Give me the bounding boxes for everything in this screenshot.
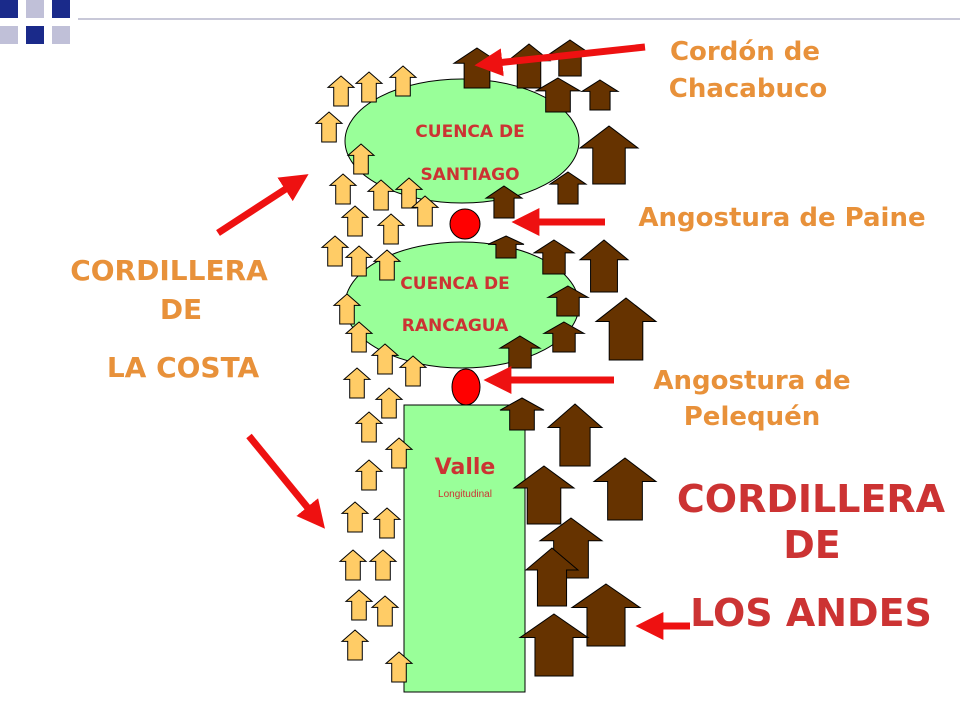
- cordillera-costa-label-line2: DE: [160, 293, 202, 326]
- angostura-paine-marker: [449, 208, 481, 240]
- corner-square: [0, 26, 18, 44]
- andes-uplift-arrow-icon: [578, 239, 630, 293]
- costa-uplift-arrow-icon: [314, 111, 344, 143]
- andes-uplift-arrow-icon: [578, 125, 640, 185]
- costa-uplift-arrow-icon: [384, 437, 414, 469]
- costa-uplift-arrow-icon: [372, 249, 402, 281]
- andes-uplift-arrow-icon: [548, 171, 588, 205]
- cuenca-santiago: [344, 78, 580, 204]
- andes-uplift-arrow-icon: [592, 457, 658, 521]
- valle-longitudinal: [403, 404, 526, 693]
- costa-uplift-arrow-icon: [354, 459, 384, 491]
- pointer-arrows: [216, 43, 690, 640]
- rancagua-label-line1: CUENCA DE: [400, 274, 509, 294]
- andes-uplift-arrow-icon: [498, 335, 542, 369]
- costa-uplift-arrow-icon: [342, 367, 372, 399]
- cordillera-andes-label-line1: CORDILLERA: [677, 477, 946, 521]
- andes-uplift-arrow-icon: [546, 403, 604, 467]
- andes-uplift-arrow-icon: [524, 547, 580, 607]
- andes-uplift-arrow-icon: [570, 583, 642, 647]
- costa-uplift-arrow-icon: [410, 195, 440, 227]
- costa-uplift-arrow-icon: [354, 71, 384, 103]
- costa-uplift-arrow-icon: [388, 65, 418, 97]
- rancagua-label-line2: RANCAGUA: [402, 316, 509, 336]
- angostura-pelequen-marker: [451, 368, 481, 406]
- costa-uplift-arrow-icon: [370, 595, 400, 627]
- costa-uplift-arrow-icon: [344, 321, 374, 353]
- andes-uplift-arrow-icon: [518, 613, 590, 677]
- corner-square: [52, 0, 70, 18]
- costa-uplift-arrow-icon: [368, 549, 398, 581]
- costa-uplift-arrow-icon: [338, 549, 368, 581]
- costa-uplift-arrow-icon: [384, 651, 414, 683]
- costa-uplift-arrow-icon: [366, 179, 396, 211]
- corner-square: [52, 26, 70, 44]
- costa-uplift-arrow-icon: [340, 629, 370, 661]
- santiago-label-line2: SANTIAGO: [420, 165, 519, 185]
- costa-lower-pointer-arrow: [246, 433, 325, 529]
- costa-uplift-arrow-icon: [394, 177, 424, 209]
- andes-uplift-arrow-icon: [534, 77, 582, 113]
- slide-corner-decoration: [0, 0, 70, 44]
- chacabuco-pointer-arrow: [474, 43, 646, 77]
- costa-uplift-arrow-icon: [372, 507, 402, 539]
- cordillera-costa-label-line1: CORDILLERA: [70, 254, 268, 287]
- costa-uplift-arrow-icon: [328, 173, 358, 205]
- andes-uplift-arrow-icon: [594, 297, 658, 361]
- cordillera-costa-arrows: [314, 65, 440, 683]
- pelequen-label-line1: Angostura de: [653, 366, 850, 396]
- corner-square: [26, 0, 44, 18]
- andes-uplift-arrow-icon: [487, 235, 525, 259]
- costa-uplift-arrow-icon: [340, 205, 370, 237]
- costa-uplift-arrow-icon: [320, 235, 350, 267]
- costa-uplift-arrow-icon: [370, 343, 400, 375]
- andes-uplift-arrow-icon: [580, 79, 620, 111]
- andes-uplift-arrow-icon: [506, 43, 552, 89]
- santiago-label-line1: CUENCA DE: [415, 122, 524, 142]
- costa-uplift-arrow-icon: [376, 213, 406, 245]
- costa-uplift-arrow-icon: [354, 411, 384, 443]
- cordillera-costa-label-line3: LA COSTA: [107, 351, 260, 384]
- pelequen-label-line2: Pelequén: [684, 402, 821, 432]
- valle-label: Valle: [435, 455, 496, 480]
- costa-uplift-arrow-icon: [340, 501, 370, 533]
- chacabuco-label-line2: Chacabuco: [669, 74, 828, 104]
- costa-uplift-arrow-icon: [398, 355, 428, 387]
- chacabuco-label-line1: Cordón de: [670, 37, 820, 67]
- cordillera-andes-arrows: [452, 39, 658, 677]
- andes-uplift-arrow-icon: [512, 465, 576, 525]
- andes-uplift-arrow-icon: [542, 321, 586, 353]
- costa-upper-pointer-arrow: [216, 174, 309, 236]
- valle-sublabel: Longitudinal: [438, 489, 492, 500]
- cordillera-andes-label-line3: LOS ANDES: [690, 591, 932, 635]
- corner-square: [26, 26, 44, 44]
- andes-uplift-arrow-icon: [499, 397, 545, 431]
- costa-uplift-arrow-icon: [344, 589, 374, 621]
- costa-uplift-arrow-icon: [344, 245, 374, 277]
- costa-uplift-arrow-icon: [374, 387, 404, 419]
- corner-square: [0, 0, 18, 18]
- paine-label: Angostura de Paine: [638, 203, 925, 233]
- costa-uplift-arrow-icon: [346, 143, 376, 175]
- cordillera-andes-label-line2: DE: [783, 523, 841, 567]
- costa-uplift-arrow-icon: [326, 75, 356, 107]
- costa-uplift-arrow-icon: [332, 293, 362, 325]
- andes-uplift-arrow-icon: [532, 239, 576, 275]
- andes-uplift-arrow-icon: [546, 285, 590, 317]
